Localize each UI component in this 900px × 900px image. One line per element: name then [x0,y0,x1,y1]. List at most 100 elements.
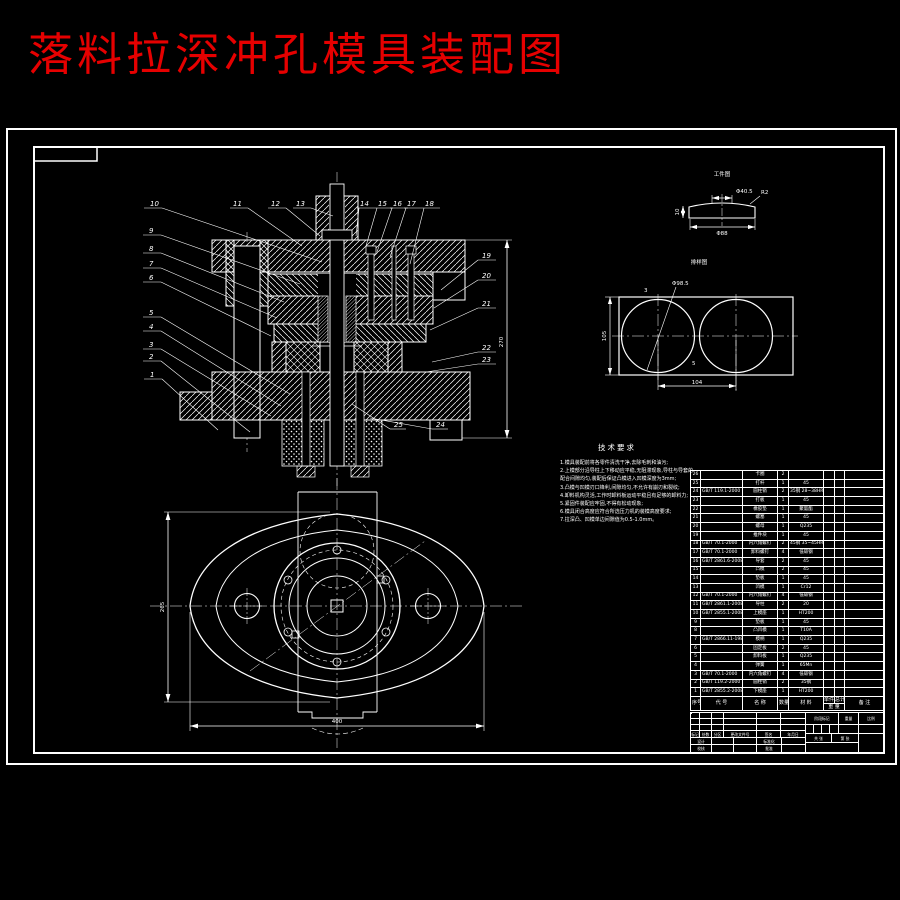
bom-cell: 17 [690,548,701,558]
tech-requirement-line: 1.模具装配前将各零件清洗干净,去除毛刺和油污; [560,460,669,466]
bom-cell: 1 [777,617,789,628]
bom-cell [834,522,845,532]
bom-header-total: 总计 [835,696,845,703]
bom-cell: 垫板 [742,574,778,584]
bom-cell: 内六角螺钉 [742,591,778,602]
bom-cell [844,609,885,619]
bom-cell: 12 [690,591,701,602]
bom-cell: 导套 [742,556,778,567]
svg-text:25: 25 [394,421,403,429]
svg-text:21: 21 [482,300,491,308]
bom-cell: 卸料螺钉 [742,548,778,558]
bom-cell [834,661,845,671]
bom-cell: 打板 [742,496,778,506]
bom-cell [834,574,845,584]
bom-cell: GB/T 2861.6-2008 [700,556,743,567]
bom-cell: 18 [690,539,701,550]
bom-cell: 11 [690,600,701,610]
bom-cell [844,522,885,532]
svg-text:13: 13 [296,200,305,208]
svg-text:11: 11 [233,200,242,208]
detail-corner-dim: R2 [761,190,768,196]
bom-cell: 1 [777,504,789,515]
bom-header-name: 名 称 [742,695,778,711]
bom-cell: Q235 [788,522,824,532]
bom-cell: 1 [777,652,789,663]
bom-cell [823,661,835,671]
bom-cell [700,522,743,532]
bom-cell: GB/T 2861.1-2008 [700,600,743,610]
bom-cell: 2 [777,678,789,689]
strip-view-label: 排样图 [691,258,708,266]
bom-cell [844,600,885,610]
svg-text:5: 5 [149,309,154,317]
bom-cell [844,565,885,576]
bom-cell: 10 [690,609,701,619]
bom-cell: 7 [690,635,701,645]
bom-cell [823,617,835,628]
bom-cell [834,556,845,567]
bom-cell [823,478,835,489]
bom-cell [700,478,743,489]
bom-cell [700,582,743,593]
bom-cell: 21 [690,513,701,524]
bom-cell: 23 [690,496,701,506]
balloon-numbers-top: 11 12 13 14 15 16 17 18 [233,200,434,208]
bom-cell: 2 [777,600,789,610]
plan-width-dim: 400 [332,719,343,725]
bom-cell: 35钢 [788,678,824,689]
bom-cell: 2 [777,643,789,654]
bom-cell: 45 [788,565,824,576]
bom-cell: 垫板 [742,617,778,628]
bom-cell: 低碳钢 [788,669,824,680]
bom-cell [823,687,835,697]
bom-cell: 凸凹模 [742,626,778,637]
bom-cell: 圆柱销 [742,487,778,498]
bom-cell: 低碳钢 [788,548,824,558]
svg-text:19: 19 [482,252,491,260]
svg-text:8: 8 [149,245,154,253]
bom-cell: 导柱 [742,600,778,610]
bom-cell: 4 [777,548,789,558]
bom-cell: 1 [777,496,789,506]
bom-cell [823,591,835,602]
bom-cell [823,565,835,576]
bom-cell: 65Mn [788,661,824,671]
bom-cell: 2 [777,539,789,550]
bom-cell: 14 [690,574,701,584]
bom-cell [834,643,845,654]
bom-cell [823,626,835,637]
bom-cell [844,539,885,550]
svg-text:9: 9 [149,227,154,235]
bom-cell [834,504,845,515]
bom-header-material: 材 料 [788,695,824,711]
bom-cell: 45 [788,478,824,489]
bom-cell: 螺塞 [742,513,778,524]
bom-cell: 螺母 [742,522,778,532]
bom-cell: 2 [777,565,789,576]
balloon-numbers-left: 10 9 8 7 6 5 4 3 2 1 [149,200,159,379]
bom-cell: 下模座 [742,687,778,697]
plan-view [150,478,525,748]
bom-cell [834,478,845,489]
bom-cell: 15 [690,565,701,576]
bom-cell: GB/T 2855.1-2008 [700,609,743,619]
bom-cell [834,470,845,480]
bom-cell [834,609,845,619]
bom-cell: 16 [690,556,701,567]
bom-cell: HT200 [788,687,824,697]
bom-cell: 圆柱销 [742,678,778,689]
bom-cell: 45 [788,574,824,584]
svg-text:24: 24 [436,421,445,429]
